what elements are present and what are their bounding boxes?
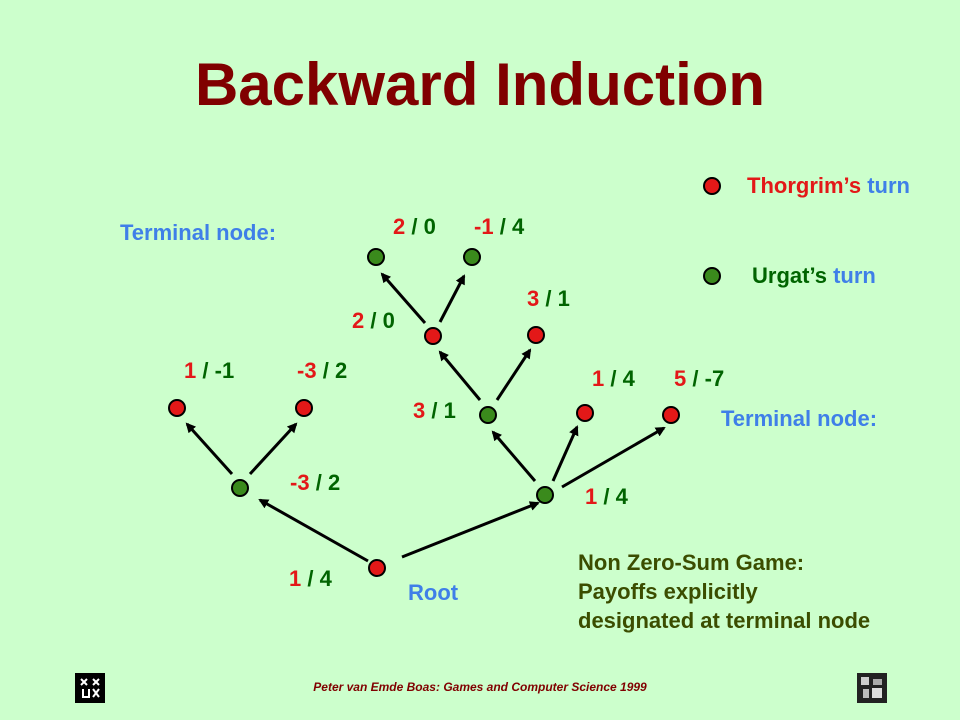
legend-thorgrim-turn: turn (867, 173, 910, 198)
left-leaf-1-node (168, 399, 186, 417)
edge-rightmid-center (491, 430, 537, 482)
edge-root-right (401, 501, 540, 559)
payoff-right-leaf-2: 5 / -7 (674, 366, 725, 391)
payoff-left-leaf-1: 1 / -1 (184, 358, 235, 383)
payoff-center-mid: 3 / 1 (413, 398, 456, 423)
payoff-upper-leaf-2: -1 / 4 (474, 214, 525, 239)
edge-center-leaf (495, 348, 532, 401)
edge-leftmid-leaf1 (185, 422, 234, 476)
edge-rightmid-leaf1 (551, 425, 579, 482)
page-title: Backward Induction (194, 51, 766, 118)
root-label: Root (408, 580, 459, 605)
university-logo-icon (75, 673, 105, 703)
legend-urgat-name: Urgat’s (752, 263, 827, 288)
payoff-left-leaf-2: -3 / 2 (297, 358, 348, 383)
payoff-upper-leaf-1: 2 / 0 (393, 214, 436, 239)
footer-credit: Peter van Emde Boas: Games and Computer … (313, 680, 647, 694)
payoff-right-mid: 1 / 4 (585, 484, 628, 509)
right-leaf-1-node (576, 404, 594, 422)
left-leaf-2-node (295, 399, 313, 417)
note-line-1: Non Zero-Sum Game: (578, 550, 805, 575)
edge-rightmid-leaf2 (561, 426, 666, 489)
puzzle-logo-icon (857, 673, 887, 703)
note-line-2: Payoffs explicitly (578, 579, 758, 604)
legend-urgat-marker (703, 267, 721, 285)
upper-leaf-2-node (463, 248, 481, 266)
center-leaf-node (527, 326, 545, 344)
root-node (368, 559, 386, 577)
edge-center-upper (438, 350, 482, 401)
legend-thorgrim: Thorgrim’s turn (747, 173, 910, 199)
legend-urgat: Urgat’s turn (752, 263, 876, 289)
right-mid-node (536, 486, 554, 504)
terminal-node-label-right: Terminal node: (721, 406, 878, 431)
upper-leaf-1-node (367, 248, 385, 266)
upper-mid-node (424, 327, 442, 345)
edge-upper-leaf2 (438, 274, 466, 323)
payoff-right-leaf-1: 1 / 4 (592, 366, 635, 391)
legend-urgat-turn: turn (833, 263, 876, 288)
terminal-node-label-left: Terminal node: (120, 220, 277, 245)
right-leaf-2-node (662, 406, 680, 424)
edge-leftmid-leaf2 (248, 422, 298, 476)
edge-upper-leaf1 (380, 272, 427, 324)
payoff-upper-mid: 2 / 0 (352, 308, 395, 333)
game-note: Non Zero-Sum Game: Payoffs explicitly de… (578, 548, 870, 635)
note-line-3: designated at terminal node (578, 608, 871, 633)
payoff-left-mid: -3 / 2 (290, 470, 341, 495)
legend-thorgrim-name: Thorgrim’s (747, 173, 862, 198)
legend-thorgrim-marker (703, 177, 721, 195)
center-mid-node (479, 406, 497, 424)
payoff-center-leaf: 3 / 1 (527, 286, 570, 311)
edge-root-left (258, 498, 369, 563)
left-mid-node (231, 479, 249, 497)
payoff-root: 1 / 4 (289, 566, 332, 591)
